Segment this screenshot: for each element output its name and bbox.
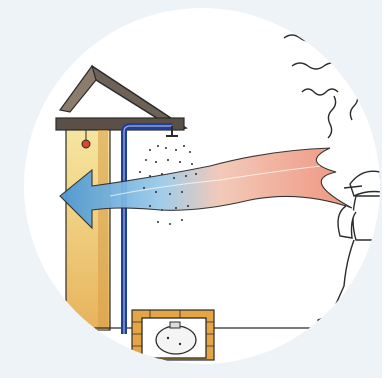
pump-icon [132,310,214,360]
